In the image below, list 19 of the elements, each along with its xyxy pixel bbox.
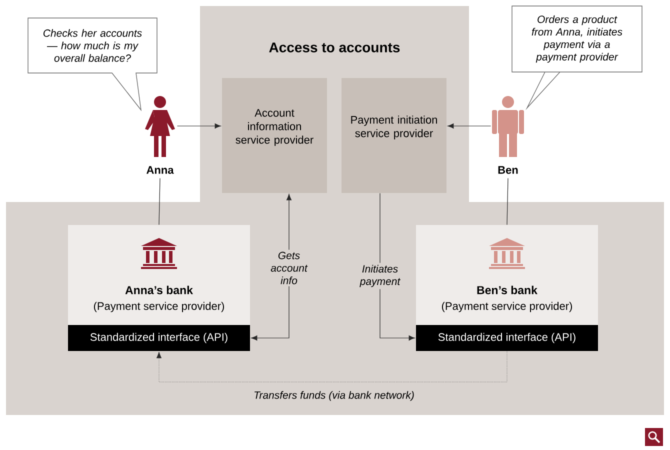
node-label: Access to accounts bbox=[269, 42, 400, 52]
person-name: Anna bbox=[146, 166, 174, 174]
interface-bar: Standardized interface (API) bbox=[416, 325, 598, 351]
person-name: Ben bbox=[498, 166, 518, 174]
bank-box: Ben’s bank (Payment service provider) bbox=[416, 225, 598, 325]
edge-label: Initiates payment bbox=[351, 262, 409, 290]
person-figure bbox=[145, 96, 175, 157]
person-figure bbox=[492, 96, 524, 157]
arrow bbox=[176, 123, 221, 129]
provider-box: Account information service provider bbox=[222, 78, 327, 193]
provider-box: Payment initiation service provider bbox=[342, 78, 446, 193]
arrow bbox=[156, 351, 508, 382]
edge-label: Gets account info bbox=[260, 250, 318, 286]
speech-bubble: Orders a product from Anna, initiates payment via a payment provider bbox=[512, 6, 642, 110]
edge-label: Transfers funds (via bank network) bbox=[252, 389, 416, 403]
interface-bar: Standardized interface (API) bbox=[68, 325, 250, 351]
speech-bubble: Checks her accounts — how much is my overall balance? bbox=[28, 18, 158, 112]
bank-box: Anna’s bank (Payment service provider) bbox=[68, 225, 250, 325]
arrow bbox=[448, 123, 492, 129]
